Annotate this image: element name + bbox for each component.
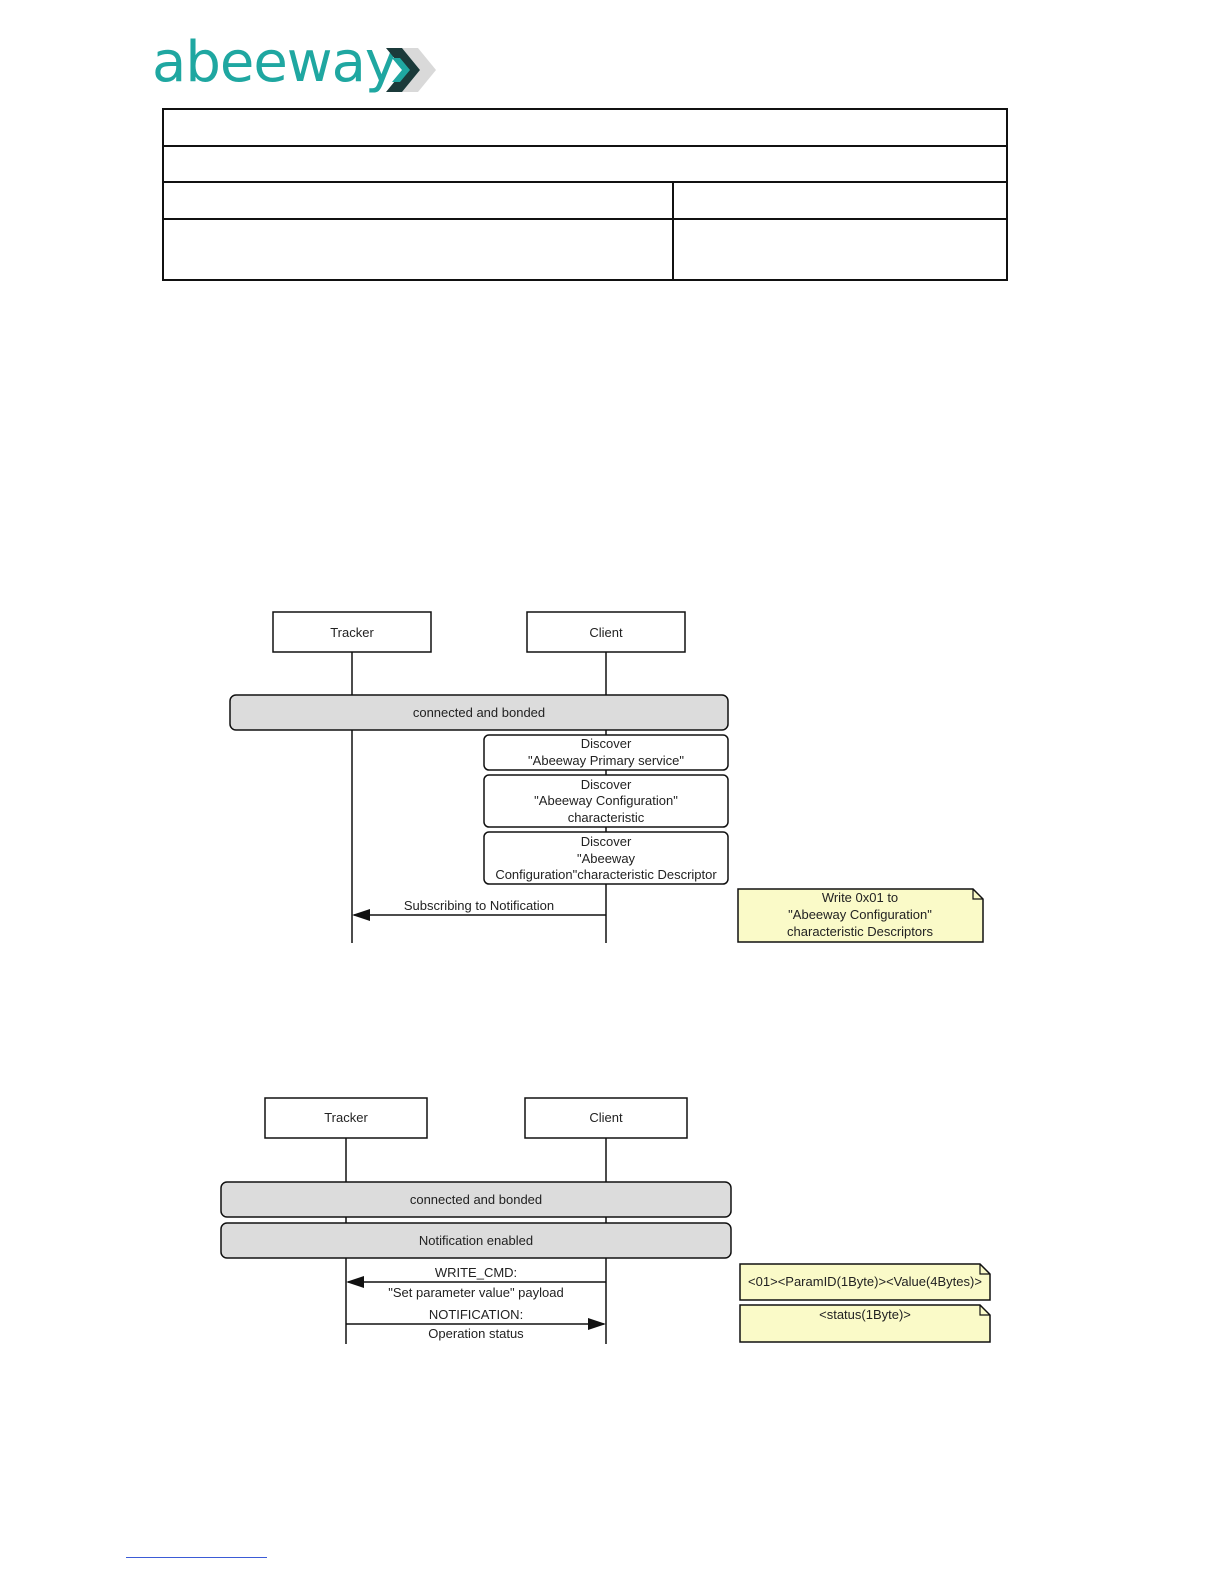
tracker-participant-label: Tracker <box>330 625 374 640</box>
connected-bonded-bar-2 <box>220 1181 732 1218</box>
discover-descriptor-line1: Discover <box>581 834 632 849</box>
discover-configuration-characteristic-box <box>483 774 729 828</box>
note1-line2: "Abeeway Configuration" <box>788 907 932 922</box>
note-fold-icon <box>979 1305 990 1316</box>
tracker-participant-box <box>272 611 432 653</box>
note1-line3: characteristic Descriptors <box>787 924 933 939</box>
notification-label: NOTIFICATION: <box>429 1307 523 1322</box>
discover-descriptor-box <box>483 831 729 885</box>
footer-link-underline[interactable] <box>126 1557 267 1558</box>
client-participant-label: Client <box>589 625 623 640</box>
table-cell <box>162 181 674 220</box>
discover-config-line1: Discover <box>581 777 632 792</box>
discover-config-line2: "Abeeway Configuration" <box>534 793 678 808</box>
logo-wordmark: abeeway <box>152 30 398 95</box>
chevron-logo-icon <box>386 48 436 92</box>
notification-enabled-label: Notification enabled <box>419 1233 533 1248</box>
note-status-text: <status(1Byte)> <box>819 1307 911 1322</box>
sequence-diagram-subscribe: Tracker Client connected and bonded Disc… <box>229 611 984 943</box>
connected-bonded-label-2: connected and bonded <box>410 1192 542 1207</box>
client-participant-label-2: Client <box>589 1110 623 1125</box>
note-status-format <box>739 1304 991 1343</box>
discover-descriptor-line3: Configuration"characteristic Descriptor <box>495 867 717 882</box>
notification-enabled-bar <box>220 1222 732 1259</box>
client-participant-box-2 <box>524 1097 688 1139</box>
discover-descriptor-line2: "Abeeway <box>577 851 636 866</box>
note-write-descriptor <box>737 888 984 943</box>
abeeway-logo: abeeway <box>152 30 452 100</box>
discover-config-line3: characteristic <box>568 810 645 825</box>
table-row <box>162 108 1008 147</box>
table-row <box>162 145 1008 183</box>
subscribe-message-label: Subscribing to Notification <box>404 898 554 913</box>
table-cell <box>162 218 674 281</box>
tracker-participant-box-2 <box>264 1097 428 1139</box>
document-header-table <box>162 108 1008 281</box>
table-cell <box>672 181 1008 220</box>
sequence-diagram-set-parameter: Tracker Client connected and bonded Noti… <box>220 1097 991 1344</box>
note-fold-icon <box>979 1264 990 1275</box>
write-cmd-label: WRITE_CMD: <box>435 1265 517 1280</box>
table-cell <box>672 218 1008 281</box>
tracker-participant-label-2: Tracker <box>324 1110 368 1125</box>
client-participant-box <box>526 611 686 653</box>
discover-primary-service-box <box>483 734 729 771</box>
connected-bonded-bar <box>229 694 729 731</box>
discover-primary-line2: "Abeeway Primary service" <box>528 753 684 768</box>
discover-primary-line1: Discover <box>581 736 632 751</box>
note-fold-icon <box>972 889 983 900</box>
write-cmd-payload-label: "Set parameter value" payload <box>388 1285 563 1300</box>
connected-bonded-label: connected and bonded <box>413 705 545 720</box>
note1-line1: Write 0x01 to <box>822 890 898 905</box>
operation-status-label: Operation status <box>428 1326 524 1341</box>
note-payload-format <box>739 1263 991 1301</box>
note-payload-text: <01><ParamID(1Byte)><Value(4Bytes)> <box>748 1274 982 1289</box>
